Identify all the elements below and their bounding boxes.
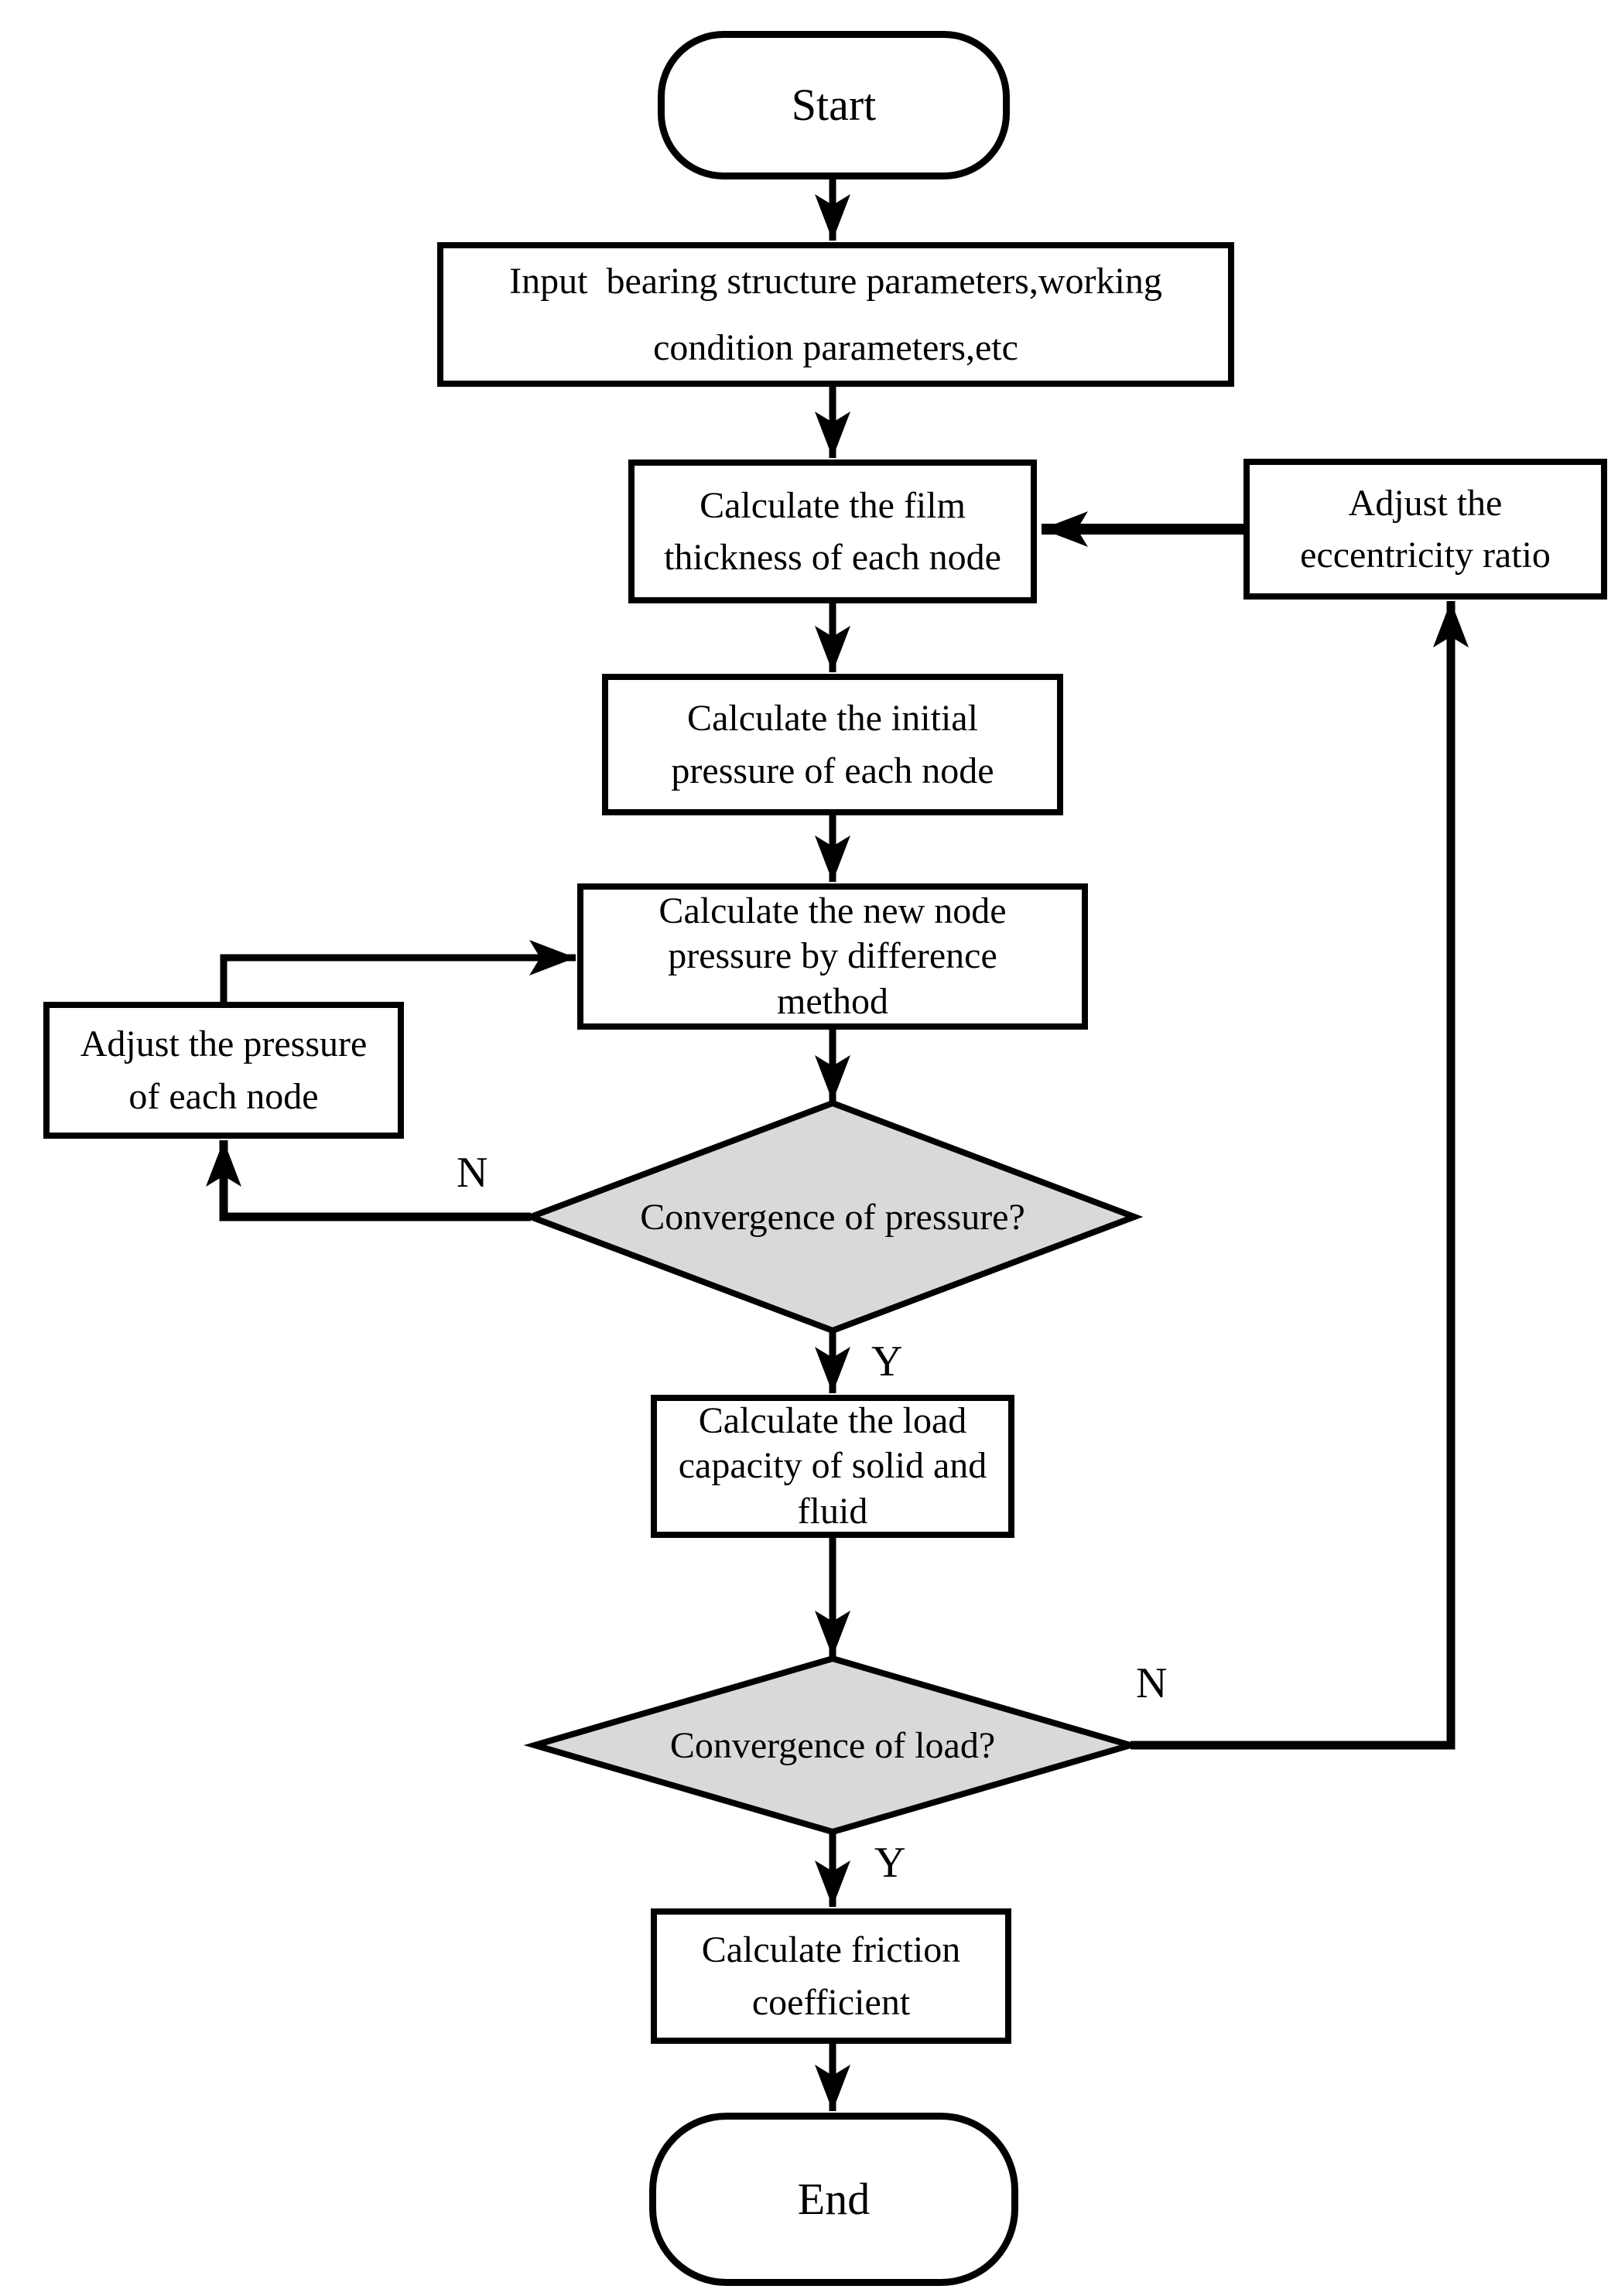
edge-load-no-feedback [1131,601,1469,1750]
convergence-load-label: Convergence of load? [669,1724,996,1766]
start-node: Start [658,31,1010,179]
convergence-load-diamond [523,1655,1142,1836]
adjust-eccentricity-node: Adjust the eccentricity ratio [1243,459,1607,600]
new-node-pressure-node: Calculate the new node pressure by diffe… [577,883,1088,1030]
adjust-pressure-node: Adjust the pressure of each node [43,1002,404,1139]
convergence-pressure-diamond [522,1099,1144,1334]
edge-pressure-no-loop [206,1140,531,1221]
convergence-pressure-label: Convergence of pressure? [640,1196,1025,1238]
load-capacity-node: Calculate the load capacity of solid and… [651,1395,1014,1538]
pressure-yes-label: Y [871,1338,903,1385]
input-parameters-node: Input bearing structure parameters,worki… [437,242,1234,387]
edge-adjustpressure-to-newnode [220,940,576,1002]
friction-coefficient-node: Calculate friction coefficient [651,1908,1011,2044]
initial-pressure-node: Calculate the initial pressure of each n… [602,674,1063,815]
load-yes-label: Y [874,1839,906,1887]
film-thickness-node: Calculate the film thickness of each nod… [628,460,1037,603]
load-no-label: N [1136,1659,1168,1707]
pressure-no-label: N [457,1149,488,1197]
end-node: End [649,2113,1018,2286]
